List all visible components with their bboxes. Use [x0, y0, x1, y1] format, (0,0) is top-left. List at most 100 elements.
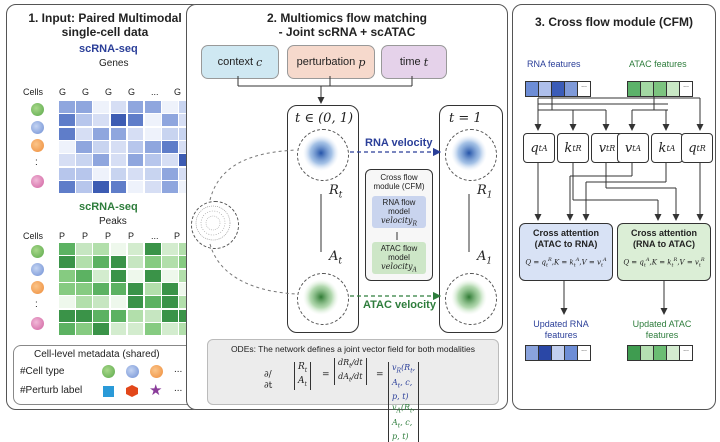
t-interval-label: t ∈ (0, 1): [295, 111, 354, 126]
updated-rna-label: Updated RNA features: [533, 319, 589, 340]
R-t-label: Rt: [329, 183, 343, 201]
cfm-title: Cross flow module (CFM): [373, 173, 425, 191]
cross-att-left-eq: Q = qtR,K = ktA,V = vtA: [525, 257, 607, 269]
metadata-box: Cell-level metadata (shared) #Cell type …: [13, 345, 197, 405]
panel1-title: 1. Input: Paired Multimodal single-cell …: [28, 11, 182, 39]
panel3-title: 3. Cross flow module (CFM): [534, 15, 693, 29]
ode-box: ODEs: The network defines a joint vector…: [207, 339, 499, 442]
cross-attention-atac-to-rna: Cross attention (ATAC to RNA) Q = qtR,K …: [519, 223, 613, 281]
gene-col-label: ...: [151, 87, 159, 97]
atac-velocity-label: ATAC velocity: [363, 299, 436, 311]
gene-col-label: G: [128, 87, 136, 97]
cross-att-left-title: Cross attention (ATAC to RNA): [532, 228, 599, 249]
cells-ellipsis: :: [35, 299, 38, 310]
rna-flow-model-label: RNA flow model: [382, 198, 416, 216]
noise-circle: [191, 201, 239, 249]
cfm-box: Cross flow module (CFM) RNA flow model v…: [365, 169, 433, 281]
cell-type-label: #Cell type: [20, 366, 65, 377]
time-symbol: t: [423, 55, 429, 69]
cross-att-right-title: Cross attention (RNA to ATAC): [630, 228, 697, 249]
cell-icon: [31, 281, 44, 294]
rna-features-ellipsis: ...: [578, 82, 590, 96]
cell-icon: [31, 263, 44, 276]
panel-flow-matching: 2. Multiomics flow matching - Joint scRN…: [186, 4, 508, 442]
meta-perturb-ellipsis: ...: [174, 383, 183, 394]
time-box: time t: [381, 45, 447, 79]
rna-velocity-label: RNA velocity: [365, 137, 433, 149]
metadata-title: Cell-level metadata (shared): [34, 349, 160, 360]
atac-flow-model-label: ATAC flow model: [380, 244, 418, 262]
context-box: context c: [201, 45, 279, 79]
cell-icon: [31, 175, 44, 188]
updated-atac-ellipsis: ...: [680, 346, 692, 360]
updated-atac-label: Updated ATAC features: [632, 319, 692, 340]
rna-flow-model-box: RNA flow model velocityR: [372, 196, 426, 228]
cross-att-right-eq: Q = qtA,K = ktR,V = vtR: [623, 257, 705, 269]
perturbation-symbol: p: [358, 55, 366, 69]
square-marker-icon: [103, 386, 114, 397]
ode-description: ODEs: The network defines a joint vector…: [230, 344, 476, 354]
gene-column-labels: G G G G... G: [59, 87, 195, 99]
perturbation-label: perturbation: [296, 56, 356, 68]
cell-icon: [31, 317, 44, 330]
peak-col-label: P: [105, 231, 112, 241]
meta-cell-green-icon: [102, 365, 115, 378]
connector-lines: [195, 76, 704, 315]
perturb-label: #Perturb label: [20, 385, 83, 396]
atac-features-label: ATAC features: [629, 59, 687, 69]
meta-cell-orange-icon: [150, 365, 163, 378]
peak-col-label: P: [82, 231, 89, 241]
gene-col-label: G: [174, 87, 182, 97]
hexagon-marker-icon: [126, 385, 138, 397]
cells-label-rna: Cells: [23, 87, 44, 97]
peak-col-label: P: [128, 231, 135, 241]
context-symbol: c: [256, 55, 263, 69]
context-label: context: [217, 56, 254, 68]
rna-cells-circle-t: [297, 129, 349, 181]
gene-col-label: G: [59, 87, 67, 97]
gene-col-label: G: [105, 87, 113, 97]
updated-atac-vector: ...: [627, 345, 693, 361]
atac-flow-model-box: ATAC flow model velocityA: [372, 242, 426, 274]
peak-col-label: P: [174, 231, 181, 241]
genes-label: Genes: [99, 58, 129, 69]
rna-features-vector: ...: [525, 81, 591, 97]
rna-cells-circle-t1: [445, 129, 497, 181]
cells-ellipsis: :: [35, 157, 38, 168]
rna-section-title: scRNA-seq: [79, 43, 138, 55]
peak-col-label: ...: [151, 231, 159, 241]
panel-input: 1. Input: Paired Multimodal single-cell …: [6, 4, 202, 410]
atac-cells-circle-t1: [445, 273, 497, 325]
meta-cell-blue-icon: [126, 365, 139, 378]
peaks-label: Peaks: [99, 216, 127, 227]
star-marker-icon: ★: [149, 382, 163, 399]
cell-icon: [31, 139, 44, 152]
cell-icon: [31, 121, 44, 134]
time-label: time: [399, 56, 421, 68]
cell-icon: [31, 103, 44, 116]
perturbation-box: perturbation p: [287, 45, 375, 79]
atac-features-vector: ...: [627, 81, 693, 97]
panel2-title: 2. Multiomics flow matching: [266, 11, 427, 25]
rna-velocity-symbol: velocityR: [381, 216, 417, 228]
atac-cells-circle-t: [297, 273, 349, 325]
updated-rna-vector: ...: [525, 345, 591, 361]
meta-celltype-ellipsis: ...: [174, 364, 183, 375]
atac-velocity-symbol: velocityA: [381, 262, 417, 274]
cell-icon: [31, 245, 44, 258]
gene-col-label: G: [82, 87, 90, 97]
A-1-label: A1: [477, 249, 493, 267]
updated-rna-ellipsis: ...: [578, 346, 590, 360]
A-t-label: At: [329, 249, 343, 267]
t-one-label: t = 1: [449, 111, 482, 126]
panel-cfm: 3. Cross flow module (CFM) RNA features …: [512, 4, 716, 410]
cells-label-atac: Cells: [23, 231, 44, 241]
atac-section-title: scRNA-seq: [79, 201, 138, 213]
rna-features-label: RNA features: [527, 59, 581, 69]
